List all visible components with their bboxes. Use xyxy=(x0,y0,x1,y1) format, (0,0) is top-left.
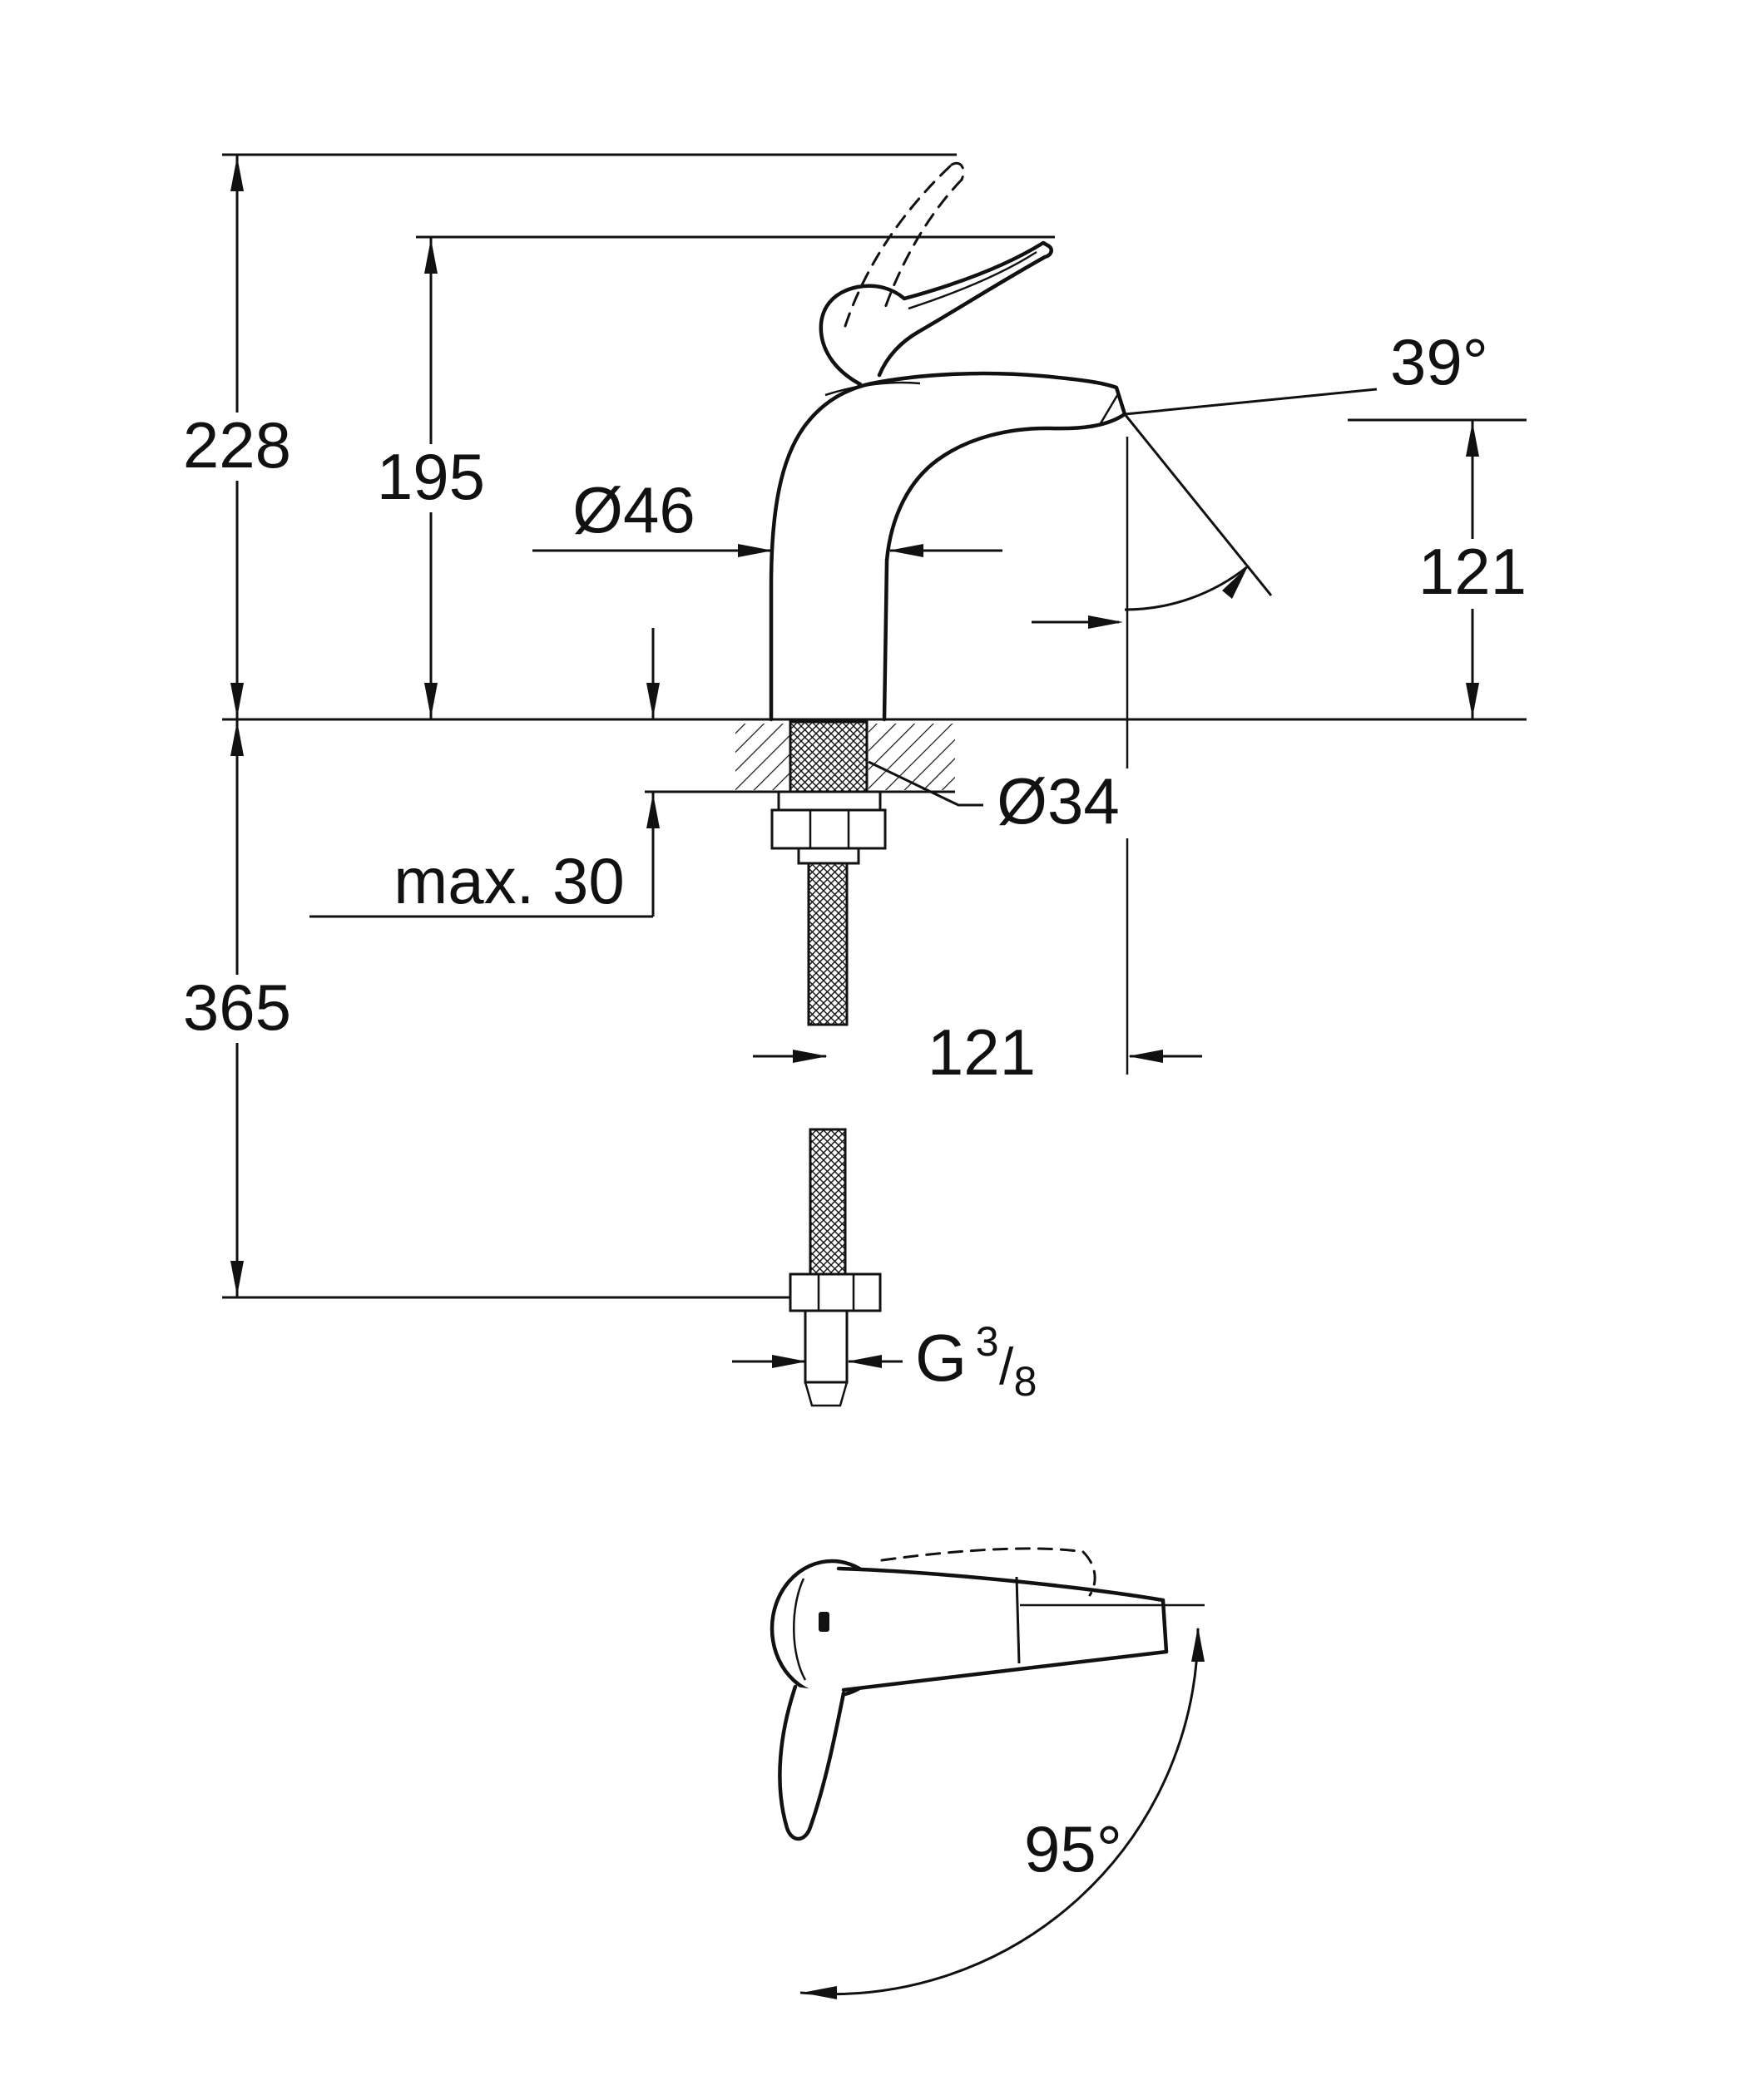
label-swivel-angle: 95° xyxy=(1024,1812,1122,1885)
lever-top-outline xyxy=(836,1566,1169,1692)
hose-end xyxy=(804,1309,849,1384)
mounting-nut xyxy=(770,808,887,850)
outlet-direction-line xyxy=(1123,413,1273,596)
dia34-leader xyxy=(868,760,983,807)
threaded-shank xyxy=(789,720,869,795)
indicator-dot-left xyxy=(819,1612,829,1632)
label-thread-size: G 3 / 8 xyxy=(915,1318,1037,1405)
label-max-mounting-thickness: max. 30 xyxy=(393,844,624,917)
aerator-face xyxy=(1099,392,1121,424)
lever-rotated-outline xyxy=(778,1684,846,1841)
label-below-deck-length: 365 xyxy=(183,971,291,1044)
flex-hose-lower xyxy=(809,1128,847,1276)
dimension-labels: 228 195 Ø46 39° 121 max. 30 Ø34 365 121 … xyxy=(165,325,1546,1885)
label-handle-top-height: 195 xyxy=(377,440,485,513)
label-outlet-height: 121 xyxy=(1418,535,1527,608)
label-shank-diameter: Ø34 xyxy=(997,764,1119,838)
side-view xyxy=(222,153,1527,1407)
top-view xyxy=(770,1547,1205,1999)
handle-lever xyxy=(819,240,1053,387)
faucet-body xyxy=(769,371,1127,722)
arrowheads xyxy=(230,156,1479,1368)
shank-and-hose xyxy=(770,720,887,1407)
angle95-arc xyxy=(799,1628,1200,1996)
lever-rotated-fill xyxy=(779,1687,844,1840)
label-spout-angle: 39° xyxy=(1390,325,1488,398)
label-body-diameter: Ø46 xyxy=(572,473,695,546)
angle39-leader xyxy=(1124,388,1378,416)
lever-dashed-alt xyxy=(880,1547,1096,1597)
hose-nut xyxy=(789,1272,882,1312)
label-overall-height: 228 xyxy=(183,408,291,482)
washer xyxy=(777,790,882,812)
flex-hose-upper xyxy=(807,862,849,1026)
angle39-arc xyxy=(1124,565,1249,611)
label-spout-reach: 121 xyxy=(928,1015,1036,1089)
mounting-deck xyxy=(735,724,955,790)
handle-lever-raised-dashed xyxy=(844,161,965,328)
